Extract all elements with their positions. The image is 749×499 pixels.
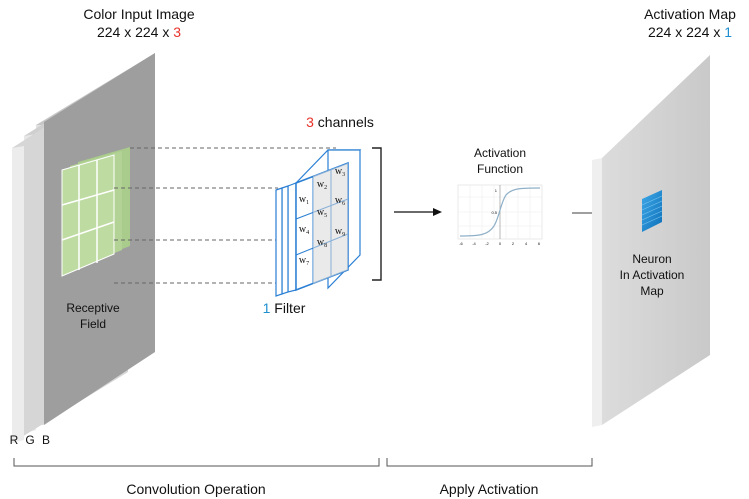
x-tick: -6 [459, 241, 463, 246]
filter-kernel [275, 149, 362, 297]
neuron-label-line3: Map [640, 284, 664, 298]
channel-label-b: B [42, 433, 50, 447]
apply-activation-label: Apply Activation [440, 481, 539, 497]
weight-w3: w3 [335, 166, 345, 178]
output-channels-count: 1 [724, 24, 732, 40]
neuron-label-line1: Neuron [632, 252, 671, 266]
activation-map-face [602, 55, 710, 425]
receptive-field-label-line2: Field [80, 317, 106, 331]
activation-function-title-line1: Activation [474, 146, 526, 160]
activation-map [592, 55, 710, 427]
channels-label: 3 channels [306, 114, 374, 130]
input-title: Color Input Image [83, 6, 194, 22]
weight-w7: w7 [299, 255, 309, 267]
x-tick: 4 [525, 241, 528, 246]
receptive-field-label-line1: Receptive [66, 301, 120, 315]
y-tick-1: 1 [495, 188, 498, 193]
y-tick-0-5: 0.5 [491, 210, 497, 215]
neuron-label-line2: In Activation [620, 268, 685, 282]
filter-weights: w1 w2 w3 w4 w5 w6 w7 w8 w9 [299, 166, 345, 267]
weight-w2: w2 [317, 179, 327, 191]
channel-label-r: R [10, 433, 19, 447]
weight-w1: w1 [299, 194, 309, 206]
receptive-field [61, 147, 130, 277]
weight-w8: w8 [317, 237, 327, 249]
x-tick: -4 [472, 241, 476, 246]
weight-w6: w6 [335, 195, 345, 207]
output-title: Activation Map [644, 6, 736, 22]
channels-count: 3 [306, 114, 314, 130]
input-channels-count: 3 [173, 24, 181, 40]
output-dimensions: 224 x 224 x 1 [648, 24, 732, 40]
input-dimensions: 224 x 224 x 3 [97, 24, 181, 40]
channel-label-g: G [25, 433, 34, 447]
activation-brace [386, 458, 593, 467]
weight-w5: w5 [317, 207, 327, 219]
neuron [641, 190, 663, 232]
convolution-operation-label: Convolution Operation [126, 481, 265, 497]
arrow-to-activation [394, 208, 442, 216]
filter-count: 1 [263, 300, 271, 316]
filter-bracket [372, 147, 382, 281]
x-tick: 2 [512, 241, 515, 246]
filter-label: 1 Filter [263, 300, 306, 316]
x-tick: 6 [538, 241, 541, 246]
weight-w9: w9 [335, 226, 345, 238]
x-tick: 0 [499, 241, 502, 246]
sigmoid-plot: 1 0.5 -6 -4 -2 0 2 4 6 [457, 184, 543, 246]
projection-lines [114, 147, 336, 284]
weight-w4: w4 [299, 224, 309, 236]
x-tick: -2 [485, 241, 489, 246]
activation-function-title-line2: Function [477, 162, 523, 176]
convolution-brace [13, 458, 380, 467]
